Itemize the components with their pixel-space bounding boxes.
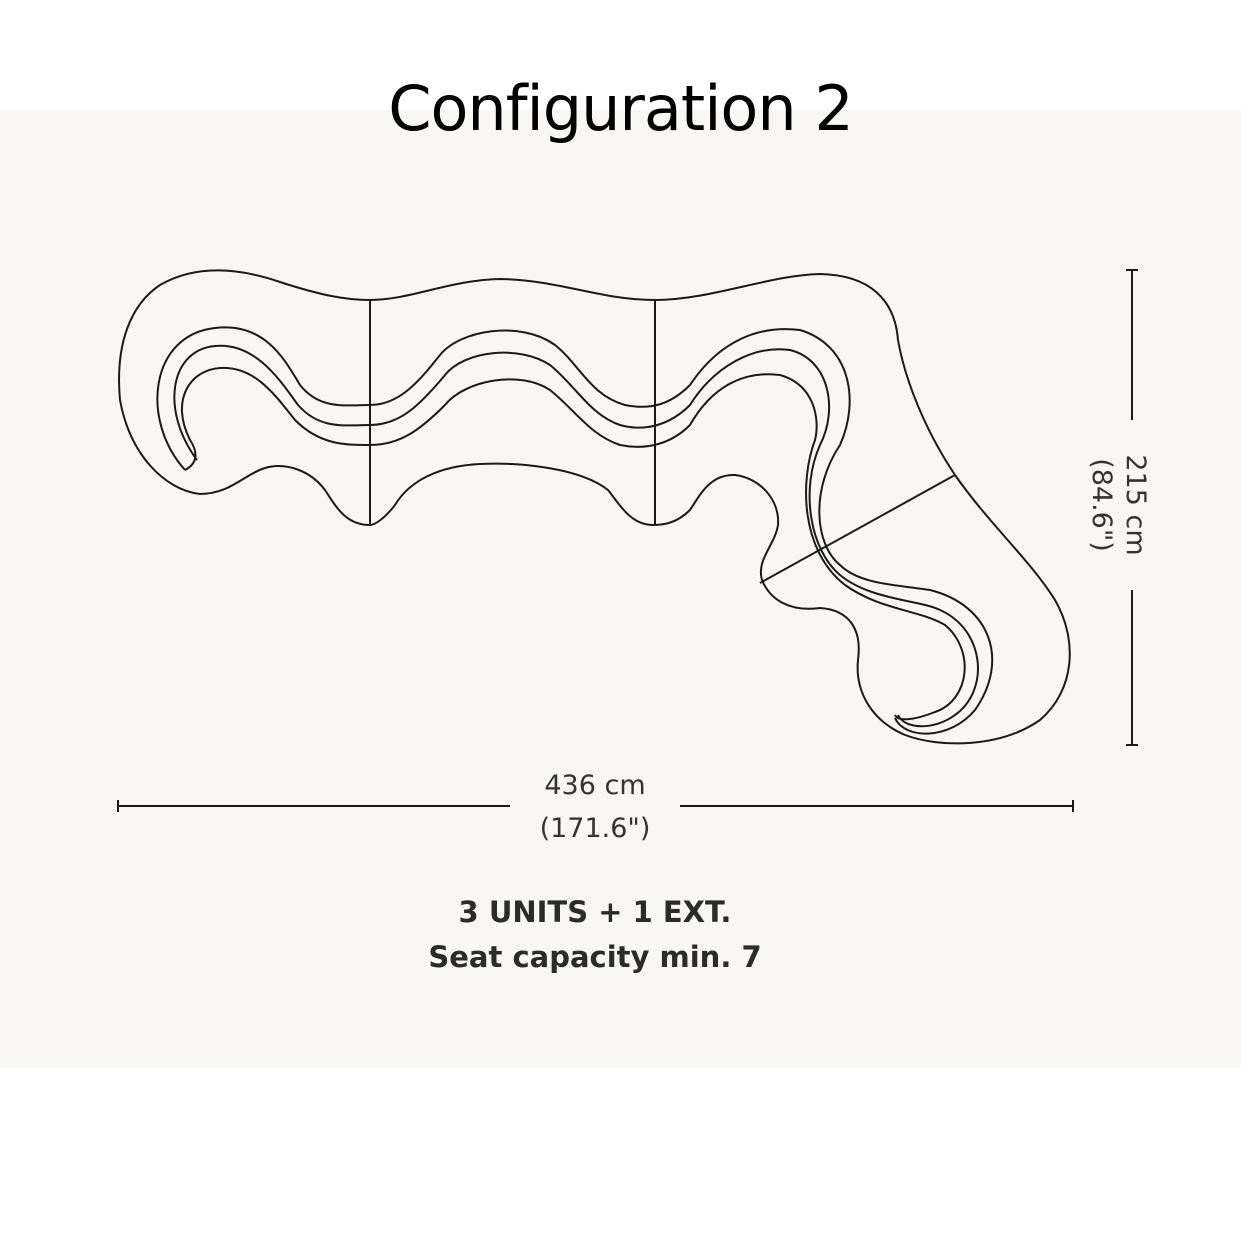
width-in-label: (171.6") [539,813,651,844]
width-cm-label: 436 cm [544,770,646,801]
seat-groove [156,326,994,735]
width-dimension-line [117,800,1074,812]
depth-dimension-line [1126,269,1138,746]
page-title: Configuration 2 [388,72,854,145]
seat-capacity-label: Seat capacity min. 7 [428,940,762,974]
seat-groove [173,344,979,728]
unit-divider [759,474,956,584]
depth-in-label: (84.6") [1086,458,1117,552]
seat-groove [180,366,966,721]
diagram-panel [0,110,1241,1068]
depth-label: 215 cm (84.6") [1084,454,1152,555]
depth-cm-label: 215 cm [1120,454,1151,556]
units-label: 3 UNITS + 1 EXT. [458,895,732,929]
sofa-outline [118,269,1071,745]
